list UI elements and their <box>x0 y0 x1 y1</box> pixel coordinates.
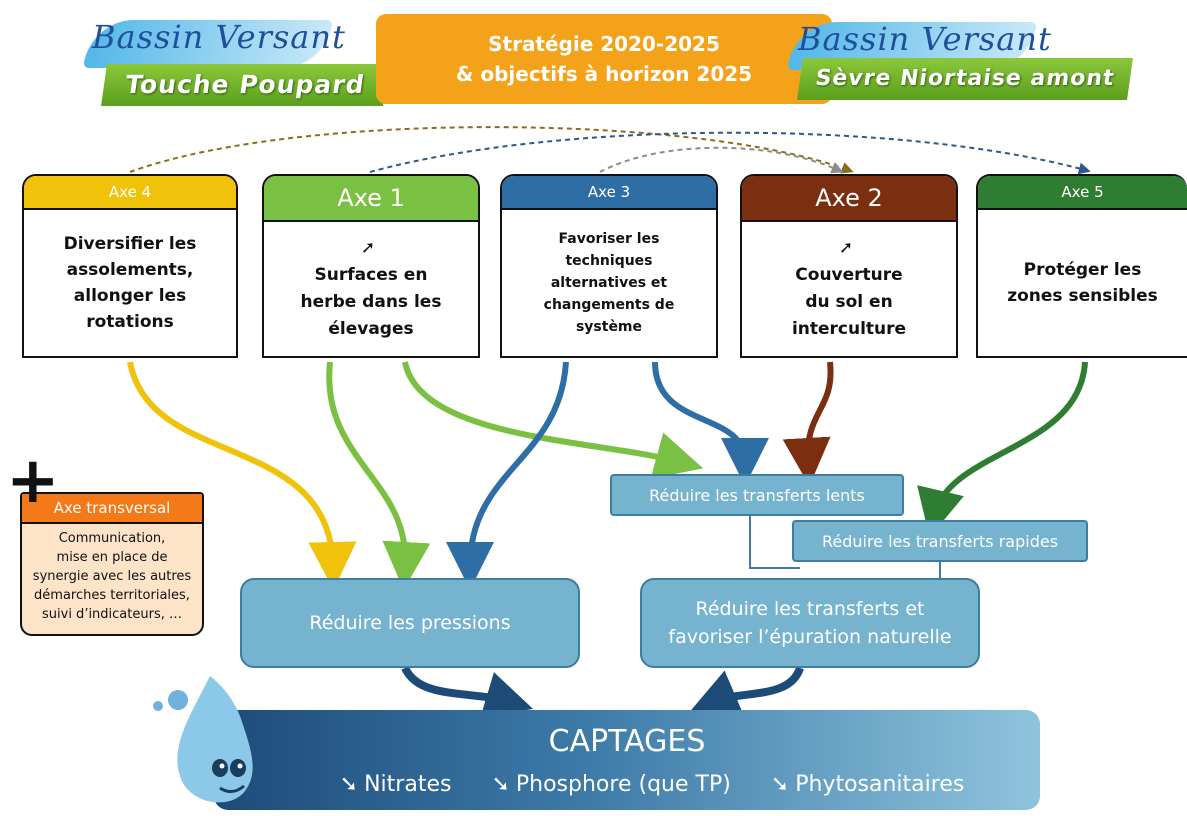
captage-item-phytosanitaires: ➘Phytosanitaires <box>771 772 965 797</box>
logo-script-text: Bassin Versant <box>92 18 346 56</box>
transversal-line: mise en place de <box>56 550 168 565</box>
axe-3-body: Favoriser les techniques alternatives et… <box>502 210 716 356</box>
logo-script-text: Bassin Versant <box>798 20 1052 58</box>
axe-3-line: Favoriser les <box>558 231 660 247</box>
decrease-arrow-icon: ➘ <box>339 772 359 797</box>
axe-1-line: herbe dans les <box>300 292 442 312</box>
arrow-pressions-captages <box>401 665 533 719</box>
arrow-axe5-rapides <box>917 361 1088 538</box>
axe-4-line: rotations <box>86 312 174 332</box>
plus-icon: + <box>6 444 60 518</box>
box-reduire-pressions: Réduire les pressions <box>240 578 580 668</box>
axe-2-line: interculture <box>791 319 907 339</box>
arrow-axe2-lents <box>782 361 834 486</box>
axe-transversal-text: Communication, mise en place de synergie… <box>22 524 202 624</box>
decrease-arrow-icon: ➘ <box>770 772 790 797</box>
axe-3-box: Axe 3 Favoriser les techniques alternati… <box>500 174 718 358</box>
axe-3-line: système <box>575 319 643 335</box>
axe-2-body: ➚ Couverture du sol en interculture <box>742 222 956 356</box>
axe-5-line: zones sensibles <box>1007 286 1158 306</box>
captages-items: ➘Nitrates ➘Phosphore (que TP) ➘Phytosani… <box>284 772 1020 797</box>
axe-1-header: Axe 1 <box>264 176 478 222</box>
dashed-arc-axe4-axe2 <box>129 126 854 174</box>
captage-item-label: Phosphore (que TP) <box>515 772 731 797</box>
logo-ribbon-text: Touche Poupard <box>101 64 389 106</box>
axe-4-box: Axe 4 Diversifier les assolements, allon… <box>22 174 238 358</box>
axe-5-header: Axe 5 <box>978 176 1187 210</box>
arrow-axe1-pressions <box>326 361 431 590</box>
strategy-title: Stratégie 2020-2025 & objectifs à horizo… <box>376 14 832 104</box>
transversal-line: synergie avec les autres <box>32 569 192 584</box>
title-line-1: Stratégie 2020-2025 <box>488 32 720 56</box>
axe-1-line: élevages <box>328 319 414 339</box>
transversal-line: démarches territoriales, <box>34 588 190 603</box>
transversal-line: Communication, <box>58 531 166 546</box>
transferts-lents-label: Réduire les transferts lents <box>649 485 865 505</box>
arrow-axe1-lents <box>402 361 704 479</box>
axe-1-body: ➚ Surfaces en herbe dans les élevages <box>264 222 478 356</box>
epuration-label-line-1: Réduire les transferts et <box>695 598 925 620</box>
dashed-arc-axe1-axe5 <box>369 131 1091 175</box>
axe-3-line: changements de <box>543 297 675 313</box>
increase-arrow-icon: ➚ <box>360 238 376 258</box>
axe-4-body: Diversifier les assolements, allonger le… <box>24 210 236 356</box>
axe-3-line: alternatives et <box>550 275 668 291</box>
box-transferts-lents: Réduire les transferts lents <box>610 474 904 516</box>
pressions-label: Réduire les pressions <box>309 612 511 634</box>
axe-5-line: Protéger les <box>1023 260 1142 280</box>
axe-2-line: Couverture <box>795 265 903 285</box>
axe-5-box: Axe 5 Protéger les zones sensibles <box>976 174 1187 358</box>
logo-sevre-niortaise: Bassin Versant Sèvre Niortaise amont <box>786 14 1138 114</box>
transferts-rapides-label: Réduire les transferts rapides <box>821 531 1059 551</box>
title-line-2: & objectifs à horizon 2025 <box>455 62 753 86</box>
axe-1-line: Surfaces en <box>314 265 428 285</box>
captage-item-phosphore: ➘Phosphore (que TP) <box>491 772 730 797</box>
axe-4-line: allonger les <box>73 286 187 306</box>
captage-item-label: Phytosanitaires <box>795 772 965 797</box>
axe-3-header: Axe 3 <box>502 176 716 210</box>
arrow-axe3-lents <box>652 361 769 486</box>
axe-2-header: Axe 2 <box>742 176 956 222</box>
dashed-arc-axe3-axe2 <box>599 146 844 174</box>
increase-arrow-icon: ➚ <box>838 238 854 258</box>
logo-ribbon-text: Sèvre Niortaise amont <box>797 58 1133 100</box>
decrease-arrow-icon: ➘ <box>491 772 510 797</box>
captages-banner: CAPTAGES ➘Nitrates ➘Phosphore (que TP) ➘… <box>214 710 1040 810</box>
axe-4-line: assolements, <box>66 260 194 280</box>
arrow-axe3-pressions <box>446 361 569 590</box>
axe-2-line: du sol en <box>805 292 893 312</box>
axe-5-body: Protéger les zones sensibles <box>978 210 1187 356</box>
axe-transversal-box: Axe transversal Communication, mise en p… <box>20 492 204 636</box>
water-drop-mascot-icon <box>153 676 253 803</box>
arrow-epuration-captages <box>689 666 804 715</box>
captages-title: CAPTAGES <box>548 724 706 759</box>
logo-touche-poupard: Bassin Versant Touche Poupard <box>82 10 394 110</box>
axe-4-header: Axe 4 <box>24 176 236 210</box>
axe-3-line: techniques <box>565 253 653 269</box>
arrow-axe4-pressions <box>127 361 357 590</box>
line-lents-epuration <box>749 516 800 569</box>
axe-4-line: Diversifier les <box>63 234 197 254</box>
captage-item-label: Nitrates <box>364 772 452 797</box>
box-reduire-transferts-epuration: Réduire les transferts et favoriser l’ép… <box>640 578 980 668</box>
axe-transversal-header: Axe transversal <box>22 494 202 524</box>
axe-1-box: Axe 1 ➚ Surfaces en herbe dans les élevag… <box>262 174 480 358</box>
transversal-line: suivi d’indicateurs, … <box>42 607 182 622</box>
epuration-label-line-2: favoriser l’épuration naturelle <box>668 626 952 648</box>
captage-item-nitrates: ➘Nitrates <box>340 772 452 797</box>
axe-2-box: Axe 2 ➚ Couverture du sol en interculture <box>740 174 958 358</box>
box-transferts-rapides: Réduire les transferts rapides <box>792 520 1088 562</box>
